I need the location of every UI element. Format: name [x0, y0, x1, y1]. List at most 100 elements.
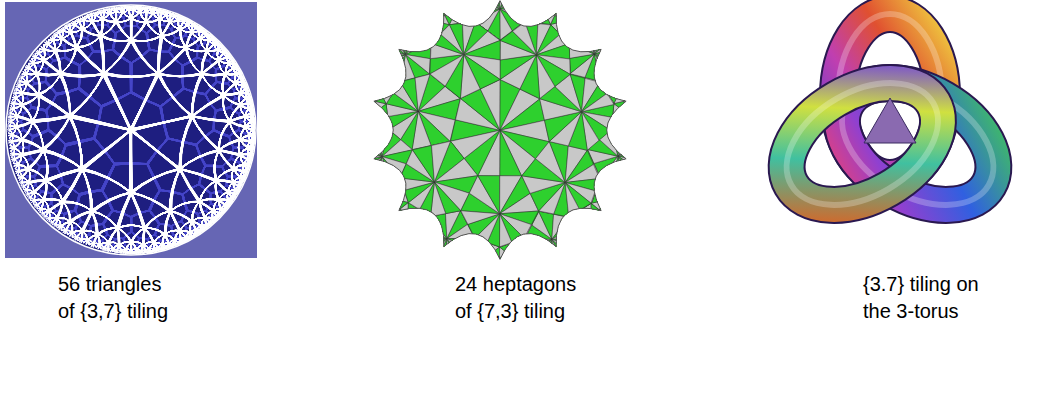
grey-triangle: [521, 0, 541, 4]
grey-triangle: [618, 31, 625, 36]
grey-triangle: [352, 118, 367, 124]
grey-triangle: [573, 7, 586, 19]
colored-triangle: [405, 226, 410, 243]
grey-triangle: [607, 65, 624, 83]
colored-triangle: [624, 83, 636, 99]
grey-triangle: [589, 23, 602, 32]
colored-triangle: [638, 182, 643, 192]
colored-triangle: [572, 226, 591, 238]
grey-triangle: [441, 0, 460, 6]
grey-triangle: [618, 36, 625, 46]
grey-triangle: [354, 108, 368, 118]
grey-triangle: [611, 117, 633, 130]
colored-triangle: [649, 104, 654, 112]
grey-triangle: [621, 119, 632, 139]
grey-triangle: [614, 198, 624, 213]
colored-triangle: [602, 14, 607, 23]
grey-triangle: [647, 135, 655, 143]
colored-triangle: [475, 238, 487, 262]
colored-triangle: [638, 182, 643, 192]
grey-triangle: [615, 65, 624, 83]
colored-triangle: [518, 238, 531, 262]
colored-triangle: [624, 82, 639, 88]
grey-triangle: [647, 97, 653, 106]
colored-triangle: [644, 154, 650, 164]
colored-triangle: [638, 130, 647, 143]
grey-triangle: [521, 0, 541, 11]
colored-triangle: [569, 19, 579, 43]
colored-triangle: [559, 5, 573, 19]
grey-triangle: [459, 0, 479, 11]
grey-triangle: [632, 134, 647, 143]
grey-triangle: [633, 93, 646, 99]
grey-triangle: [624, 72, 638, 83]
grey-triangle: [541, 0, 549, 4]
grey-triangle: [602, 23, 612, 32]
colored-triangle: [593, 5, 600, 7]
colored-triangle: [644, 97, 648, 108]
grey-triangle: [465, 262, 482, 271]
grey-triangle: [410, 12, 426, 19]
colored-triangle: [574, 5, 584, 19]
colored-triangle: [618, 36, 626, 44]
colored-triangle: [602, 23, 612, 28]
grey-triangle: [575, 238, 582, 253]
grey-triangle: [644, 130, 648, 143]
grey-triangle: [632, 118, 647, 124]
colored-triangle: [632, 113, 647, 118]
grey-triangle: [635, 168, 640, 182]
grey-triangle: [638, 181, 647, 184]
colored-triangle: [635, 164, 647, 171]
colored-triangle: [599, 198, 614, 215]
grey-triangle: [632, 119, 647, 125]
colored-triangle: [460, 0, 469, 3]
colored-triangle: [535, 256, 545, 270]
colored-triangle: [632, 118, 638, 138]
grey-triangle: [592, 226, 601, 240]
grey-triangle: [632, 118, 644, 134]
colored-triangle: [574, 19, 590, 32]
colored-triangle: [602, 23, 609, 37]
grey-triangle: [649, 126, 655, 134]
grey-triangle: [647, 96, 655, 100]
grey-triangle: [618, 36, 626, 40]
grey-triangle: [635, 161, 647, 168]
colored-triangle: [614, 186, 630, 198]
colored-triangle: [624, 72, 638, 83]
colored-triangle: [386, 198, 393, 215]
grey-triangle: [593, 7, 600, 10]
colored-triangle: [566, 3, 573, 19]
grey-triangle: [518, 256, 537, 263]
grey-triangle: [632, 100, 639, 119]
colored-triangle: [541, 0, 557, 4]
colored-triangle: [565, 265, 574, 269]
colored-triangle: [592, 226, 601, 240]
grey-triangle: [368, 118, 379, 138]
grey-triangle: [587, 7, 594, 17]
colored-triangle: [569, 217, 591, 228]
grey-triangle: [614, 186, 630, 198]
grey-triangle: [560, 5, 574, 19]
colored-triangle: [624, 83, 636, 99]
colored-triangle: [592, 226, 605, 238]
grey-triangle: [624, 83, 634, 102]
colored-triangle: [647, 138, 656, 143]
grey-triangle: [459, 0, 479, 4]
grey-triangle: [632, 118, 647, 124]
colored-triangle: [582, 241, 590, 253]
colored-triangle: [614, 198, 629, 204]
colored-triangle: [459, 4, 475, 24]
colored-triangle: [638, 177, 647, 182]
grey-triangle: [602, 15, 609, 23]
grey-triangle: [592, 226, 601, 240]
grey-triangle: [592, 209, 607, 226]
grey-triangle: [614, 193, 630, 199]
grey-triangle: [593, 0, 596, 6]
colored-triangle: [462, 247, 481, 261]
grey-triangle: [590, 241, 599, 249]
grey-triangle: [372, 198, 386, 209]
colored-triangle: [589, 17, 601, 25]
grey-triangle: [614, 46, 627, 54]
grey-triangle: [624, 76, 639, 83]
grey-triangle: [644, 143, 650, 154]
